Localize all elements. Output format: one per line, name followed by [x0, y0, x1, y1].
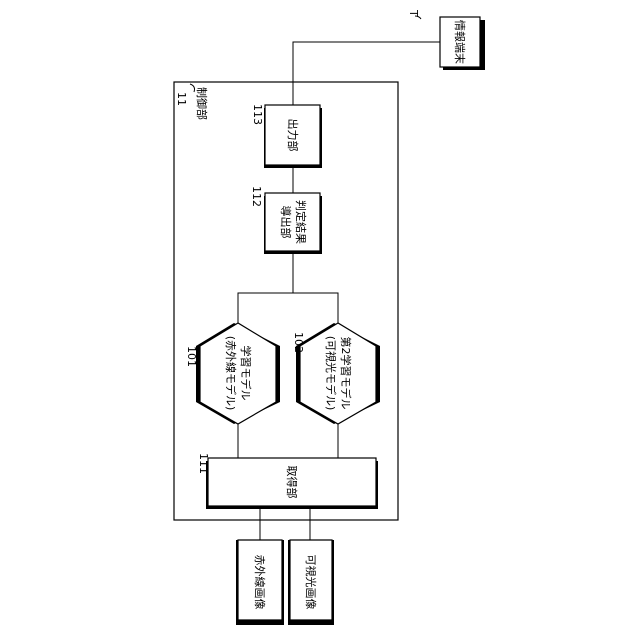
- input-ir-label: 赤外線画像: [253, 555, 267, 610]
- acquisition-unit-label: 取得部: [285, 466, 299, 499]
- wire-judgment-model-vis: [293, 251, 338, 323]
- terminal-label: 情報端末: [453, 20, 467, 64]
- wire-judgment-model-ir: [238, 251, 293, 323]
- output-unit-ref: 113: [251, 104, 264, 125]
- model-vis-label-line1: 第2学習モデル: [339, 337, 353, 410]
- wire-terminal-output: [293, 42, 440, 105]
- terminal-ref: T: [407, 9, 420, 17]
- input-vis-label: 可視光画像: [304, 555, 318, 610]
- model-ir-label-line1: 学習モデル: [239, 346, 253, 401]
- control-unit-label: 制御部: [195, 87, 209, 120]
- acquisition-unit-ref: 111: [197, 453, 210, 474]
- model-ir-ref: 101: [185, 346, 198, 367]
- model-vis-ref: 102: [292, 332, 305, 353]
- judgment-unit-ref: 112: [250, 186, 263, 207]
- output-unit-label: 出力部: [286, 119, 300, 152]
- model-ir-label-line2: (赤外線モデル): [224, 336, 238, 411]
- model-vis-label-line2: (可視光モデル): [324, 336, 338, 411]
- control-unit-ref: 11: [175, 92, 188, 106]
- judgment-unit-label-line1: 判定結果: [294, 200, 308, 244]
- control-unit-ref-leader: [190, 84, 195, 92]
- judgment-unit-label-line2: 導出部: [279, 206, 293, 239]
